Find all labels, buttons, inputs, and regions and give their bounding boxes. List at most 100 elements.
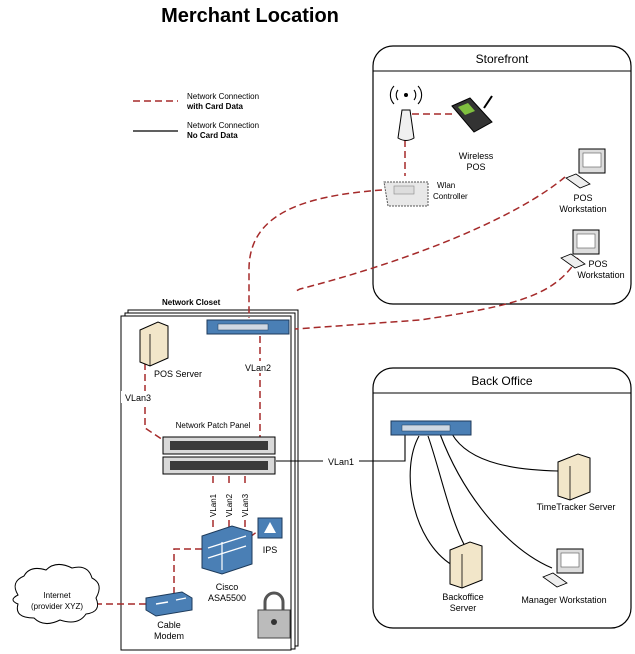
pos-workstation-a[interactable]: POS Workstation [559,148,607,214]
vlan3-label: VLan3 [125,393,151,403]
timetracker-server[interactable]: TimeTracker Server [537,453,616,512]
pos-workstation-b[interactable]: POS Workstation [560,229,625,280]
switch-port-strip [401,424,451,432]
patch-panel-top-ports [170,441,268,450]
terminal-screen [458,103,475,115]
backoffice-label-2: Server [450,603,477,613]
ips-device[interactable]: IPS [257,517,283,555]
v3-vertical-bg [238,487,250,517]
network-closet-title: Network Closet [162,298,221,307]
vlan1-label-bg [323,455,359,467]
keyboard-icon [565,173,591,189]
plain-connections [276,433,559,569]
legend-nocard-text-1: Network Connection [187,121,259,130]
pos-server[interactable]: POS Server [139,321,202,379]
monitor-screen [576,233,596,249]
ips-symbol [264,522,276,533]
modem-icon [145,591,193,617]
pos-ws-b-label-2: Workstation [577,270,624,280]
backoffice-label-1: Backoffice [442,592,483,602]
monitor-screen [582,152,602,168]
v2-vertical-label: VLan2 [225,493,234,517]
server-icon [557,453,591,501]
vlan1-label: VLan1 [328,457,354,467]
cisco-label-1: Cisco [216,582,239,592]
lock-keyhole [271,619,277,625]
cisco-label-2: ASA5500 [208,593,246,603]
back-office-title: Back Office [471,374,532,388]
lock-icon [263,591,285,610]
pos-server-label: POS Server [154,369,202,379]
cable-modem[interactable]: Cable Modem [145,591,193,641]
modem-label-1: Cable [157,620,181,630]
switch-to-backoffice-server-link [427,435,467,549]
antenna-body [397,109,415,141]
wifi-icon [389,85,423,105]
posws-b-to-switch-link [294,257,579,330]
diagram-title: Merchant Location [161,5,339,27]
firewall-grid [207,535,247,570]
manager-workstation[interactable]: Manager Workstation [521,548,607,605]
switch-to-timetracker-link [451,433,559,472]
firewall-icon [201,525,253,575]
closet-switch[interactable] [206,319,290,335]
patch-panel-label: Network Patch Panel [176,421,251,430]
modem-arrows [155,597,187,605]
antenna-tip [404,93,408,97]
legend-nocard-text-2: No Card Data [187,131,238,140]
internet-cloud[interactable]: Internet (provider XYZ) [12,564,100,624]
legend-card-text-2: with Card Data [186,102,244,111]
v1-vertical-bg [206,487,218,517]
pos-ws-b-label-1: POS [588,259,607,269]
terminal-antenna [483,95,493,109]
patch-to-backoffice-switch-link [276,434,406,462]
switch-port-strip [217,323,269,331]
wlan-label-2: Controller [433,192,468,201]
ips-label: IPS [263,545,278,555]
wlan-controller[interactable]: Wlan Controller [383,181,468,207]
storefront-zone: Storefront [372,45,632,305]
cisco-firewall[interactable]: Cisco ASA5500 [201,525,253,603]
storefront-title: Storefront [476,52,529,66]
switch-to-left-curve-link [409,435,453,566]
server-icon [139,321,169,367]
keyboard-icon [560,253,586,269]
v2-vertical-bg [222,487,234,517]
internet-label-2: (provider XYZ) [31,602,83,611]
keyboard-icon [542,572,568,588]
backoffice-server[interactable]: Backoffice Server [442,541,484,613]
posws-a-to-switch-link [293,176,566,293]
firewall-to-modem-link [173,548,202,596]
manager-ws-label: Manager Workstation [521,595,606,605]
wireless-pos-label-1: Wireless [459,151,494,161]
vlan-labels: VLan2 VLan3 VLan1 VLan1 VLan2 VLan3 [121,361,359,517]
wireless-antenna[interactable] [389,85,423,141]
modem-label-2: Modem [154,631,184,641]
pos-ws-a-label-2: Workstation [559,204,606,214]
timetracker-label: TimeTracker Server [537,502,616,512]
wlan-label-1: Wlan [437,181,455,190]
wireless-pos-label-2: POS [466,162,485,172]
vlan2-label: VLan2 [245,363,271,373]
v3-vertical-label: VLan3 [241,493,250,517]
patch-panel-bottom-ports [170,461,268,470]
internet-label-1: Internet [43,591,71,600]
network-closet-zone: Network Closet [120,298,299,651]
cloud-icon [12,564,100,624]
server-icon [449,541,483,589]
vlan2-label-bg [241,361,275,373]
monitor-screen [560,552,580,568]
wlan-to-switch-link [248,189,383,318]
wireless-pos-terminal[interactable]: Wireless POS [451,95,494,172]
legend-card-text-1: Network Connection [187,92,259,101]
v1-vertical-label: VLan1 [209,493,218,517]
security-lock [257,591,291,639]
storefront-box [372,45,632,305]
posserver-to-patch-link [144,363,164,441]
legend: Network Connection with Card Data Networ… [133,92,259,140]
patch-panel[interactable]: Network Patch Panel [162,421,276,475]
vlan3-label-bg [121,391,155,403]
back-office-switch[interactable] [390,420,472,436]
wlan-controller-badge [393,185,415,195]
